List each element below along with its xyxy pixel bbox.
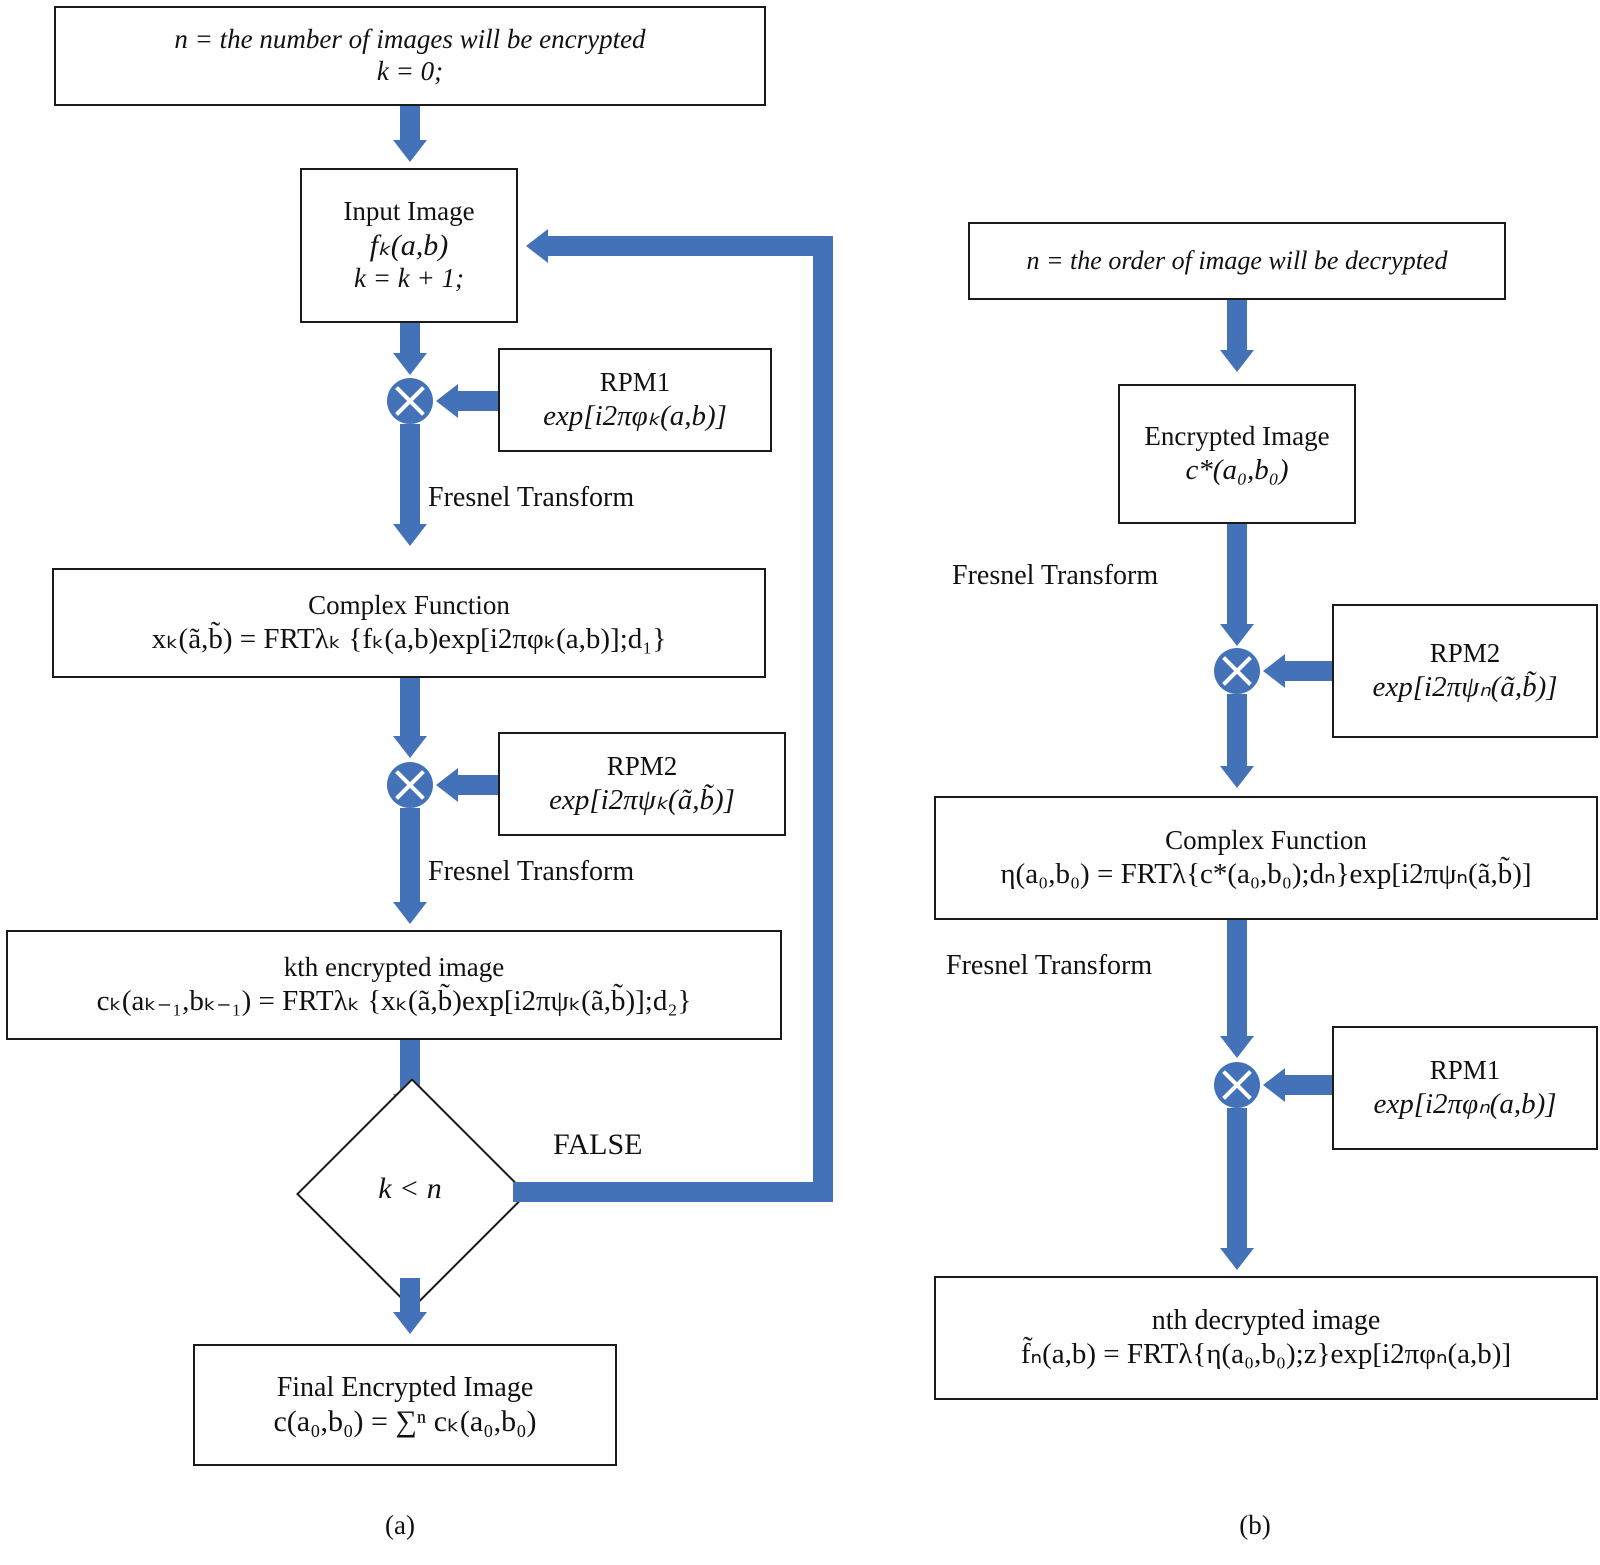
panel-b-rpm2-box: RPM2 exp[i2πψₙ(ã,b̃)]	[1332, 604, 1598, 738]
panel-a-rpm1-box: RPM1 exp[i2πφₖ(a,b)]	[498, 348, 772, 452]
panel-b-rpm1-formula: exp[i2πφₙ(a,b)]	[1373, 1087, 1557, 1120]
panel-a-rpm2-title: RPM2	[606, 750, 678, 781]
panel-a-kth-encrypted-formula: cₖ(aₖ₋₁,bₖ₋₁) = FRTλₖ {xₖ(ã,b̃)exp[i2πψₖ…	[96, 984, 692, 1017]
arrowhead-input-to-mult1	[393, 353, 427, 375]
arrowhead-complex-to-mult2	[393, 736, 427, 758]
arrowhead-rpm1-to-mult	[436, 384, 458, 418]
panel-a-fresnel-label-1: Fresnel Transform	[428, 482, 635, 513]
panel-a-complex-function-box: Complex Function xₖ(ã,b̃) = FRTλₖ {fₖ(a,…	[52, 568, 766, 678]
arrow-mult1-to-complex	[400, 424, 420, 528]
panel-b-init-box: n = the order of image will be decrypted	[968, 222, 1506, 300]
panel-b-nth-decrypted-box: nth decrypted image f̃ₙ(a,b) = FRTλ{η(a₀…	[934, 1276, 1598, 1400]
panel-b-rpm1-title: RPM1	[1429, 1054, 1501, 1085]
panel-a-input-image-box: Input Image fₖ(a,b) k = k + 1;	[300, 168, 518, 323]
panel-b-nth-decrypted-title: nth decrypted image	[1151, 1305, 1381, 1337]
panel-b-encrypted-image-title: Encrypted Image	[1144, 420, 1330, 451]
panel-a-rpm1-title: RPM1	[599, 366, 671, 397]
arrow-b-rpm1-to-mult	[1285, 1075, 1342, 1095]
panel-b-encrypted-image-formula: c*(a₀,b₀)	[1185, 453, 1289, 486]
panel-a-multiplier-rpm2	[387, 762, 433, 808]
panel-a-complex-function-formula: xₖ(ã,b̃) = FRTλₖ {fₖ(a,b)exp[i2πφₖ(a,b)]…	[151, 622, 667, 655]
arrow-false-return	[548, 236, 833, 256]
arrow-decision-to-final	[400, 1278, 420, 1316]
panel-b-fresnel-label-1: Fresnel Transform	[952, 560, 1159, 591]
arrowhead-b-encrypted-to-mult	[1220, 624, 1254, 646]
arrowhead-b-init-to-encrypted	[1220, 350, 1254, 372]
panel-b-caption: (b)	[1239, 1510, 1271, 1540]
arrow-rpm1-to-mult	[458, 391, 508, 411]
panel-b-complex-function-formula: η(a₀,b₀) = FRTλ{c*(a₀,b₀);dₙ}exp[i2πψₙ(ã…	[1000, 857, 1532, 890]
arrowhead-b-rpm1-to-mult	[1263, 1068, 1285, 1102]
arrowhead-rpm2-to-mult	[436, 768, 458, 802]
panel-a-init-box: n = the number of images will be encrypt…	[54, 6, 766, 106]
panel-a-rpm2-formula: exp[i2πψₖ(ã,b̃)]	[549, 783, 735, 816]
arrow-false-vertical	[813, 236, 833, 1202]
panel-a-kth-encrypted-title: kth encrypted image	[283, 951, 505, 982]
panel-b-rpm2-title: RPM2	[1429, 637, 1501, 668]
panel-a-final-encrypted-formula: c(a₀,b₀) = ∑ⁿ cₖ(a₀,b₀)	[273, 1404, 537, 1438]
panel-a-rpm1-formula: exp[i2πφₖ(a,b)]	[543, 399, 727, 432]
arrowhead-init-to-input	[393, 140, 427, 162]
arrowhead-false-return	[526, 229, 548, 263]
panel-a-init-line2: k = 0;	[376, 56, 444, 86]
arrow-b-rpm2-to-mult	[1285, 661, 1342, 681]
panel-a-decision-condition: k < n	[378, 1172, 442, 1205]
panel-b-rpm1-box: RPM1 exp[i2πφₙ(a,b)]	[1332, 1026, 1598, 1150]
panel-b-complex-function-title: Complex Function	[1165, 824, 1367, 855]
panel-a-complex-function-title: Complex Function	[308, 589, 510, 620]
arrowhead-decision-to-final	[393, 1312, 427, 1334]
arrowhead-b-rpm2-to-mult	[1263, 654, 1285, 688]
arrow-b-init-to-encrypted	[1227, 300, 1247, 354]
arrow-false-horizontal	[513, 1182, 833, 1202]
panel-a-false-label: FALSE	[553, 1128, 643, 1161]
arrowhead-b-mult-to-nth	[1220, 1248, 1254, 1270]
panel-b-init-line1: n = the order of image will be decrypted	[1026, 245, 1448, 275]
arrow-b-complex-to-mult2	[1227, 920, 1247, 1040]
panel-a-fresnel-label-2: Fresnel Transform	[428, 856, 635, 887]
panel-a-final-encrypted-box: Final Encrypted Image c(a₀,b₀) = ∑ⁿ cₖ(a…	[193, 1344, 617, 1466]
arrow-input-to-mult1	[400, 323, 420, 357]
panel-a-caption: (a)	[385, 1510, 415, 1540]
arrow-mult2-to-kth	[400, 808, 420, 906]
panel-a-final-encrypted-title: Final Encrypted Image	[276, 1371, 534, 1403]
panel-b-complex-function-box: Complex Function η(a₀,b₀) = FRTλ{c*(a₀,b…	[934, 796, 1598, 920]
arrowhead-b-complex-to-mult2	[1220, 1036, 1254, 1058]
panel-b-multiplier-rpm1	[1214, 1062, 1260, 1108]
arrow-complex-to-mult2	[400, 678, 420, 742]
panel-b-rpm2-formula: exp[i2πψₙ(ã,b̃)]	[1372, 670, 1558, 703]
panel-a-input-image-formula: fₖ(a,b)	[369, 228, 449, 262]
panel-b-multiplier-rpm2	[1214, 648, 1260, 694]
arrowhead-b-mult-to-complex	[1220, 766, 1254, 788]
panel-a-kth-encrypted-box: kth encrypted image cₖ(aₖ₋₁,bₖ₋₁) = FRTλ…	[6, 930, 782, 1040]
panel-b-encrypted-image-box: Encrypted Image c*(a₀,b₀)	[1118, 384, 1356, 524]
arrow-b-encrypted-to-mult	[1227, 524, 1247, 628]
panel-b-fresnel-label-2: Fresnel Transform	[946, 950, 1153, 981]
panel-a-multiplier-rpm1	[387, 378, 433, 424]
arrowhead-mult2-to-kth	[393, 902, 427, 924]
panel-b-nth-decrypted-formula: f̃ₙ(a,b) = FRTλ{η(a₀,b₀);z}exp[i2πφₙ(a,b…	[1020, 1338, 1512, 1371]
panel-a-init-line1: n = the number of images will be encrypt…	[174, 24, 646, 55]
arrow-b-mult-to-nth	[1227, 1108, 1247, 1252]
panel-a-input-image-counter: k = k + 1;	[354, 263, 464, 294]
arrow-init-to-input	[400, 106, 420, 144]
panel-a-rpm2-box: RPM2 exp[i2πψₖ(ã,b̃)]	[498, 732, 786, 836]
arrow-rpm2-to-mult	[458, 775, 508, 795]
arrow-b-mult-to-complex	[1227, 694, 1247, 768]
panel-a-input-image-title: Input Image	[343, 195, 475, 226]
arrowhead-mult1-to-complex	[393, 524, 427, 546]
